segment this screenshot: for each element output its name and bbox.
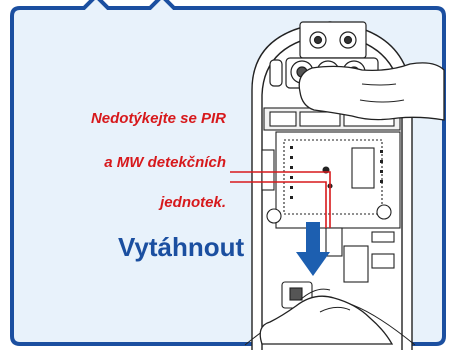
pull-label: Vytáhnout (118, 232, 245, 262)
pull-arrow (296, 222, 330, 276)
bottom-hand (259, 295, 394, 345)
bottom-hand-fingers (299, 288, 351, 313)
board-pads (290, 146, 383, 199)
warning-line-2: a MW detekčních (104, 154, 226, 171)
top-hand (298, 62, 445, 121)
top-hand-finger-line (359, 83, 405, 103)
warning-pointer-lines (230, 171, 331, 228)
warning-line-1: Nedotýkejte se PIR (90, 110, 226, 127)
warning-line-3: jednotek. (160, 194, 226, 211)
warning-text: Nedotýkejte se PIR a MW detekčních jedno… (0, 110, 226, 220)
circuit-board (261, 107, 401, 309)
